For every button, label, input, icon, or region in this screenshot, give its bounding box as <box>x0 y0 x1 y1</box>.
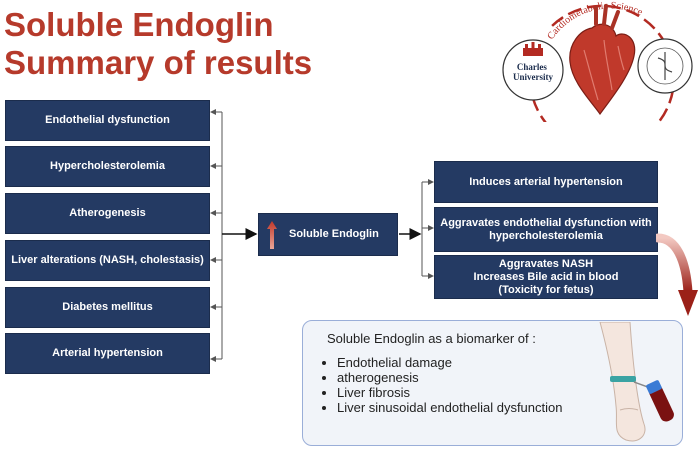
up-arrow-icon <box>267 220 277 249</box>
condition-box-endothelial-dysfunction: Endothelial dysfunction <box>5 100 210 141</box>
charles-university-logo: Charles University <box>502 39 564 101</box>
crown-icon <box>523 48 543 56</box>
biomarker-item: Liver fibrosis <box>337 385 562 400</box>
biomarker-item: Liver sinusoidal endothelial dysfunction <box>337 400 562 415</box>
title-line-2: Summary of results <box>4 44 313 81</box>
university-name: Charles University <box>513 62 553 82</box>
soluble-endoglin-label: Soluble Endoglin <box>289 228 379 240</box>
effect-box-endothelial-dysfunction: Aggravates endothelial dysfunction with … <box>434 207 658 252</box>
cardiometabolic-logo: Cardiometabolic Science Charles Universi… <box>502 0 693 122</box>
condition-box-hypercholesterolemia: Hypercholesterolemia <box>5 146 210 187</box>
biomarker-item: atherogenesis <box>337 370 562 385</box>
blood-draw-arm-icon <box>599 322 674 442</box>
blood-vial-icon <box>646 380 674 422</box>
biomarker-list: Endothelial damage atherogenesis Liver f… <box>319 355 562 415</box>
biomarker-item: Endothelial damage <box>337 355 562 370</box>
biomarker-title: Soluble Endoglin as a biomarker of : <box>327 331 536 346</box>
condition-box-diabetes-mellitus: Diabetes mellitus <box>5 287 210 328</box>
condition-box-arterial-hypertension: Arterial hypertension <box>5 333 210 374</box>
heart-icon <box>569 4 636 116</box>
page-title: Soluble Endoglin Summary of results <box>4 6 312 82</box>
condition-box-liver-alterations: Liver alterations (NASH, cholestasis) <box>5 240 210 281</box>
effect-box-nash: Aggravates NASH Increases Bile acid in b… <box>434 255 658 299</box>
right-bracket <box>421 179 434 279</box>
title-line-1: Soluble Endoglin <box>4 6 274 43</box>
tourniquet <box>610 376 636 382</box>
effect-box-arterial-hypertension: Induces arterial hypertension <box>434 161 658 203</box>
faculty-seal-logo <box>637 38 693 94</box>
soluble-endoglin-box: Soluble Endoglin <box>258 213 398 256</box>
curved-arrow-icon <box>656 233 698 316</box>
condition-box-atherogenesis: Atherogenesis <box>5 193 210 234</box>
left-bracket <box>210 109 223 362</box>
